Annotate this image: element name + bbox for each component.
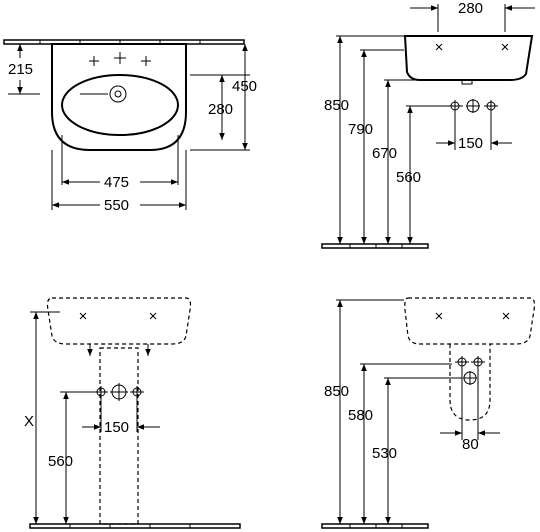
floor-strip	[321, 243, 429, 249]
dim-670: 670	[372, 145, 397, 162]
dim-580: 580	[348, 407, 373, 424]
dim-450: 450	[232, 78, 257, 95]
supply-valve-icon	[447, 99, 498, 113]
tap-hole-icon	[435, 312, 510, 320]
drain-icon	[80, 85, 127, 103]
supply-valve-icon	[455, 356, 485, 385]
basin-side-outline	[403, 35, 534, 81]
tap-hole-icon	[79, 312, 157, 320]
dim-790: 790	[348, 121, 373, 138]
dim-280-top: 280	[458, 0, 483, 17]
basin-outline-dashed	[404, 297, 536, 345]
basin-outline-dashed	[46, 297, 192, 345]
dim-850: 850	[324, 383, 349, 400]
pedestal-view: X 560 150	[24, 297, 241, 529]
pedestal-dashed	[99, 347, 139, 525]
semi-pedestal-view: 850 580 530 80	[321, 297, 536, 529]
dim-x: X	[24, 413, 34, 430]
tap-hole-icon	[435, 43, 509, 51]
semi-pedestal-dashed	[449, 344, 491, 421]
front-view: 215 450 280 475 550	[3, 39, 257, 214]
floor-strip	[321, 523, 429, 529]
dim-150: 150	[104, 419, 129, 436]
dim-550: 550	[104, 197, 129, 214]
tap-hole-icon	[89, 52, 151, 66]
dim-850: 850	[324, 97, 349, 114]
dim-150: 150	[458, 135, 483, 152]
dim-80: 80	[462, 436, 479, 453]
side-view: 280 850 790 670 560 150	[321, 0, 535, 249]
basin-bowl	[61, 74, 179, 136]
dim-530: 530	[372, 445, 397, 462]
dim-560: 560	[396, 169, 421, 186]
dim-280: 280	[208, 101, 233, 118]
dim-560: 560	[48, 453, 73, 470]
supply-valve-icon	[94, 383, 144, 401]
dim-215: 215	[8, 61, 33, 78]
basin-outline	[51, 43, 187, 151]
dim-475: 475	[104, 174, 129, 191]
